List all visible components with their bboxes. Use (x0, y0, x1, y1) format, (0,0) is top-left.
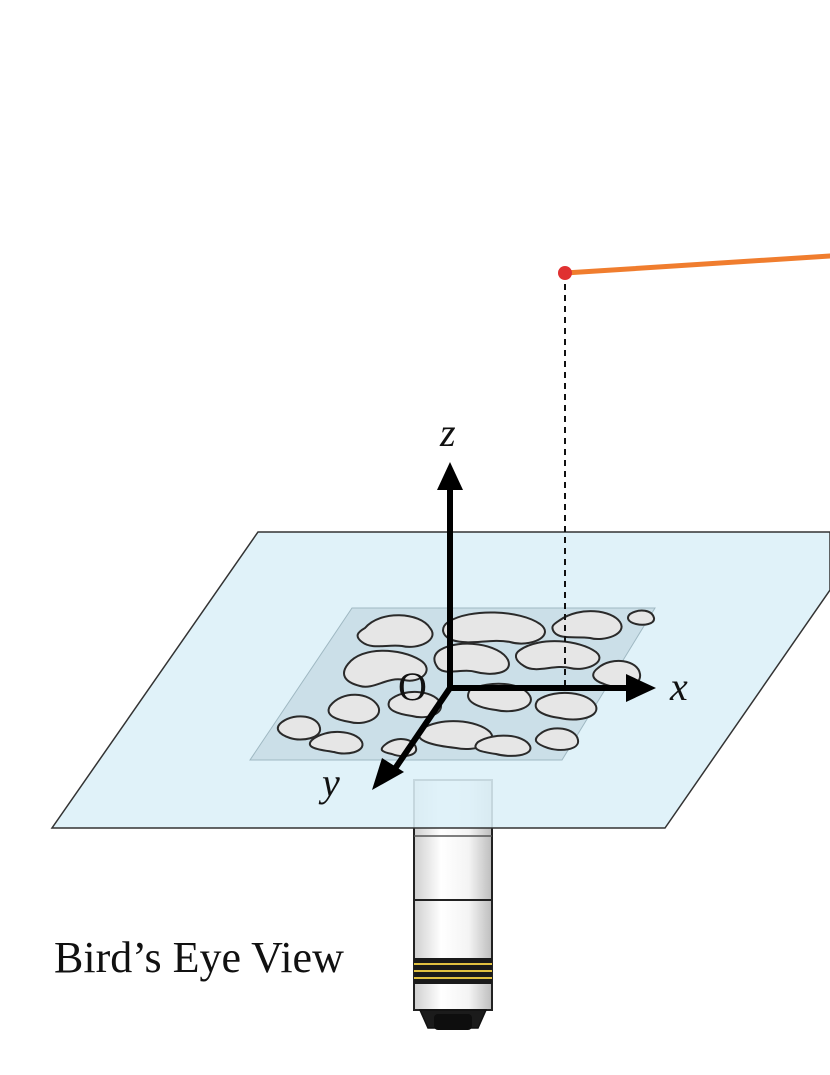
y-axis (387, 686, 453, 778)
z-axis-label: z (439, 410, 456, 455)
y-axis-label: y (318, 760, 340, 805)
z-arrow-icon (437, 462, 463, 490)
tracked-point-icon (558, 266, 572, 280)
caption-birds-eye-view: Bird’s Eye View (54, 933, 344, 982)
x-axis-label: x (669, 664, 688, 709)
sample-pattern (276, 609, 655, 757)
coordinate-axes (387, 488, 628, 778)
origin-label: O (398, 664, 427, 709)
y-arrow-icon (372, 758, 404, 790)
x-arrow-icon (626, 674, 656, 702)
trajectory-line (562, 253, 830, 276)
